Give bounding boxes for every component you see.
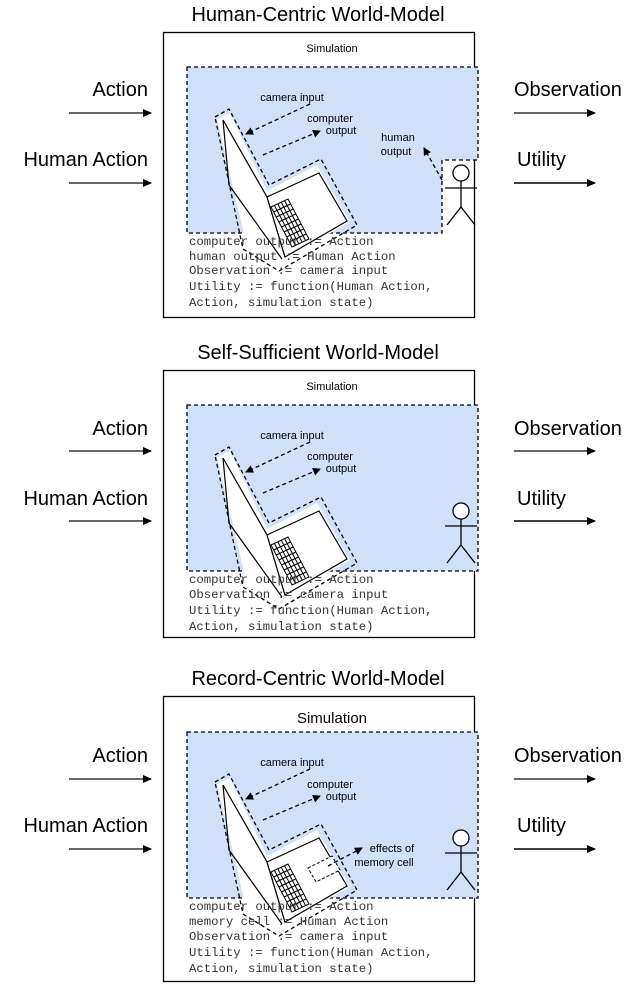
code-line: human output := Human Action <box>189 250 396 264</box>
code-line: Utility := function(Human Action, <box>189 604 433 618</box>
panel-record-centric: Record-Centric World-Model Simulation ca… <box>23 668 622 983</box>
computer-output-label-1: computer <box>307 113 353 125</box>
output-label-observation: Observation <box>514 745 622 767</box>
camera-input-arrow <box>245 441 311 473</box>
output-label-observation: Observation <box>514 418 622 440</box>
computer-output-label-1: computer <box>307 451 353 463</box>
code-line: computer output := Action <box>189 573 373 587</box>
output-label-utility: Utility <box>517 488 566 510</box>
code-line: Action, simulation state) <box>189 620 373 634</box>
simulation-label: Simulation <box>306 381 357 393</box>
input-label-action: Action <box>92 745 148 767</box>
human-output-arrow <box>423 147 443 181</box>
camera-input-arrow <box>245 103 311 135</box>
simulation-label: Simulation <box>297 710 367 727</box>
output-label-utility: Utility <box>517 815 566 837</box>
code-line: Utility := function(Human Action, <box>189 280 433 294</box>
computer-output-label-1: computer <box>307 779 353 791</box>
code-line: computer output := Action <box>189 235 373 249</box>
camera-input-label: camera input <box>260 92 324 104</box>
panel-title: Self-Sufficient World-Model <box>197 342 439 364</box>
memory-cell-label-2: memory cell <box>354 857 413 869</box>
panel-human-centric: Human-Centric World-Model Simulation cam… <box>23 4 622 319</box>
code-line: Observation := camera input <box>189 264 388 278</box>
input-label-human-action: Human Action <box>23 815 148 837</box>
computer-output-arrow <box>262 795 321 821</box>
output-label-utility: Utility <box>517 149 566 171</box>
panel-title: Record-Centric World-Model <box>191 668 444 690</box>
computer-output-label-2: output <box>326 791 357 803</box>
code-line: Observation := camera input <box>189 930 388 944</box>
code-block: computer output := Action human output :… <box>189 235 433 310</box>
code-line: Observation := camera input <box>189 588 388 602</box>
memory-cell-icon <box>307 855 341 883</box>
panel-self-sufficient: Self-Sufficient World-Model Simulation c… <box>23 342 622 639</box>
code-line: computer output := Action <box>189 900 373 914</box>
input-label-action: Action <box>92 418 148 440</box>
camera-input-label: camera input <box>260 757 324 769</box>
camera-input-label: camera input <box>260 430 324 442</box>
code-line: Action, simulation state) <box>189 962 373 976</box>
code-line: Utility := function(Human Action, <box>189 946 433 960</box>
code-line: Action, simulation state) <box>189 296 373 310</box>
input-label-action: Action <box>92 79 148 101</box>
computer-output-label-2: output <box>326 125 357 137</box>
memory-cell-label-1: effects of <box>370 843 415 855</box>
code-line: memory cell := Human Action <box>189 915 388 929</box>
computer-output-arrow <box>262 130 321 156</box>
camera-input-arrow <box>245 768 311 800</box>
simulation-label: Simulation <box>306 43 357 55</box>
input-label-human-action: Human Action <box>23 149 148 171</box>
panel-title: Human-Centric World-Model <box>191 4 444 26</box>
input-label-human-action: Human Action <box>23 488 148 510</box>
human-output-label-2: output <box>381 146 412 158</box>
output-label-observation: Observation <box>514 79 622 101</box>
computer-output-label-2: output <box>326 463 357 475</box>
human-output-label-1: human <box>381 132 415 144</box>
code-block: computer output := Action Observation :=… <box>189 573 433 634</box>
code-block: computer output := Action memory cell :=… <box>189 900 433 976</box>
computer-output-arrow <box>262 468 321 494</box>
